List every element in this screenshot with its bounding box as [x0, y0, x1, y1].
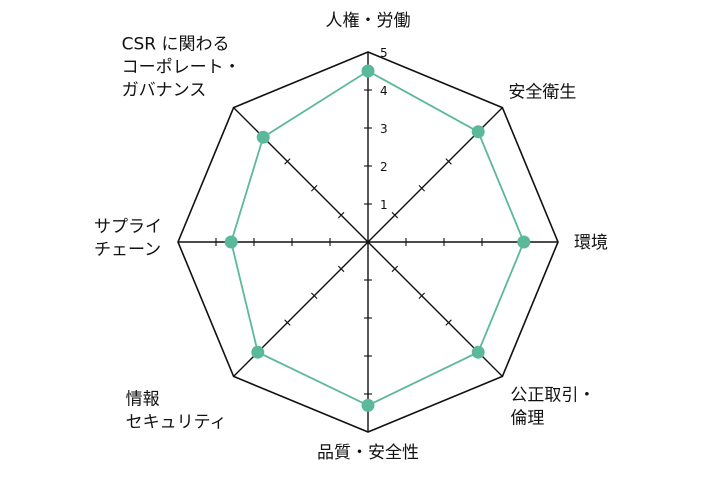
radar-axes	[178, 52, 558, 432]
category-label-3-line-1: 環境	[574, 233, 608, 253]
category-label-8-line-1: CSR に関わる	[122, 35, 230, 55]
tick-mark-axis8-3	[284, 158, 291, 165]
axis-line-8	[233, 107, 369, 243]
category-label-6: 情報セキュリティ	[126, 389, 227, 432]
data-point-2	[471, 125, 485, 139]
data-point-7	[224, 235, 238, 249]
data-point-8	[256, 130, 270, 144]
data-point-5	[361, 398, 375, 412]
category-label-4-line-2: 倫理	[510, 408, 544, 428]
category-label-4: 公正取引・倫理	[510, 385, 595, 428]
category-label-7-line-2: チェーン	[94, 240, 161, 260]
category-label-2-line-1: 安全衛生	[508, 83, 576, 103]
tick-mark-axis4-3	[445, 319, 452, 326]
category-label-7: サプライチェーン	[94, 217, 162, 260]
tick-mark-axis6-3	[284, 319, 291, 326]
tick-mark-axis6-2	[311, 292, 318, 299]
category-label-8-line-3: ガバナンス	[122, 81, 207, 101]
data-point-4	[471, 345, 485, 359]
data-point-6	[251, 345, 265, 359]
tick-mark-axis4-2	[418, 292, 425, 299]
category-label-2: 安全衛生	[508, 83, 576, 103]
category-label-5: 品質・安全性	[317, 443, 419, 463]
tick-mark-axis2-3	[445, 158, 452, 165]
tick-mark-axis2-1	[391, 211, 399, 219]
category-label-6-line-1: 情報	[126, 389, 160, 409]
data-point-1	[361, 64, 375, 78]
category-label-6-line-2: セキュリティ	[126, 412, 227, 432]
tick-label-2: 2	[380, 160, 388, 174]
category-label-1: 人権・労働	[326, 11, 411, 31]
category-label-1-line-1: 人権・労働	[326, 11, 411, 31]
radial-tick-labels: 1 2 3 4 5	[380, 46, 388, 212]
tick-mark-axis6-1	[337, 265, 345, 273]
tick-label-4: 4	[380, 84, 388, 98]
tick-mark-axis8-2	[311, 185, 318, 192]
tick-mark-axis2-2	[418, 185, 425, 192]
tick-mark-axis8-1	[337, 211, 345, 219]
data-point-3	[517, 235, 531, 249]
category-label-8: CSR に関わるコーポレート・ガバナンス	[122, 35, 241, 101]
tick-label-3: 3	[380, 122, 388, 136]
category-label-4-line-1: 公正取引・	[510, 385, 595, 405]
category-label-3: 環境	[574, 233, 608, 253]
data-series	[224, 64, 531, 412]
tick-mark-axis4-1	[391, 265, 399, 273]
tick-label-5: 5	[380, 46, 388, 60]
tick-label-1: 1	[380, 198, 388, 212]
category-label-7-line-1: サプライ	[94, 217, 162, 237]
category-label-5-line-1: 品質・安全性	[317, 443, 419, 463]
category-label-8-line-2: コーポレート・	[122, 58, 241, 78]
